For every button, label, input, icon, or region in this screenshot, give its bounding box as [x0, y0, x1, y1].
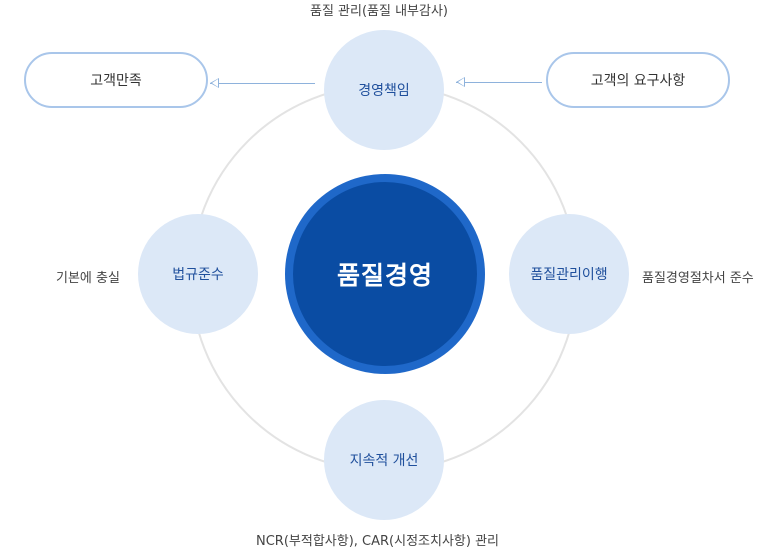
arrow-to-satisfaction	[210, 78, 315, 88]
arrow-head-icon	[456, 77, 465, 87]
management-responsibility-node: 경영책임	[324, 30, 444, 150]
customer-requirements-label: 고객의 요구사항	[590, 73, 686, 89]
continuous-improvement-label: 지속적 개선	[349, 453, 419, 469]
bottom-caption: NCR(부적합사항), CAR(시정조치사항) 관리	[256, 534, 500, 549]
quality-management-core: 품질경영	[293, 182, 477, 366]
management-responsibility-label: 경영책임	[358, 83, 410, 99]
quality-management-center: 품질경영	[285, 174, 485, 374]
continuous-improvement-node: 지속적 개선	[324, 400, 444, 520]
right-caption: 품질경영절차서 준수	[642, 271, 754, 286]
legal-compliance-label: 법규준수	[172, 267, 224, 283]
arrow-from-requirements	[456, 77, 542, 87]
customer-satisfaction-label: 고객만족	[90, 73, 142, 89]
quality-management-title: 품질경영	[336, 261, 433, 290]
arrow-head-icon	[210, 78, 219, 88]
legal-compliance-node: 법규준수	[138, 214, 258, 334]
customer-requirements-pill: 고객의 요구사항	[546, 52, 730, 108]
quality-control-label: 품질관리이행	[530, 267, 608, 283]
top-caption: 품질 관리(품질 내부감사)	[310, 4, 449, 19]
quality-control-node: 품질관리이행	[509, 214, 629, 334]
customer-satisfaction-pill: 고객만족	[24, 52, 208, 108]
left-caption: 기본에 충실	[56, 271, 120, 286]
